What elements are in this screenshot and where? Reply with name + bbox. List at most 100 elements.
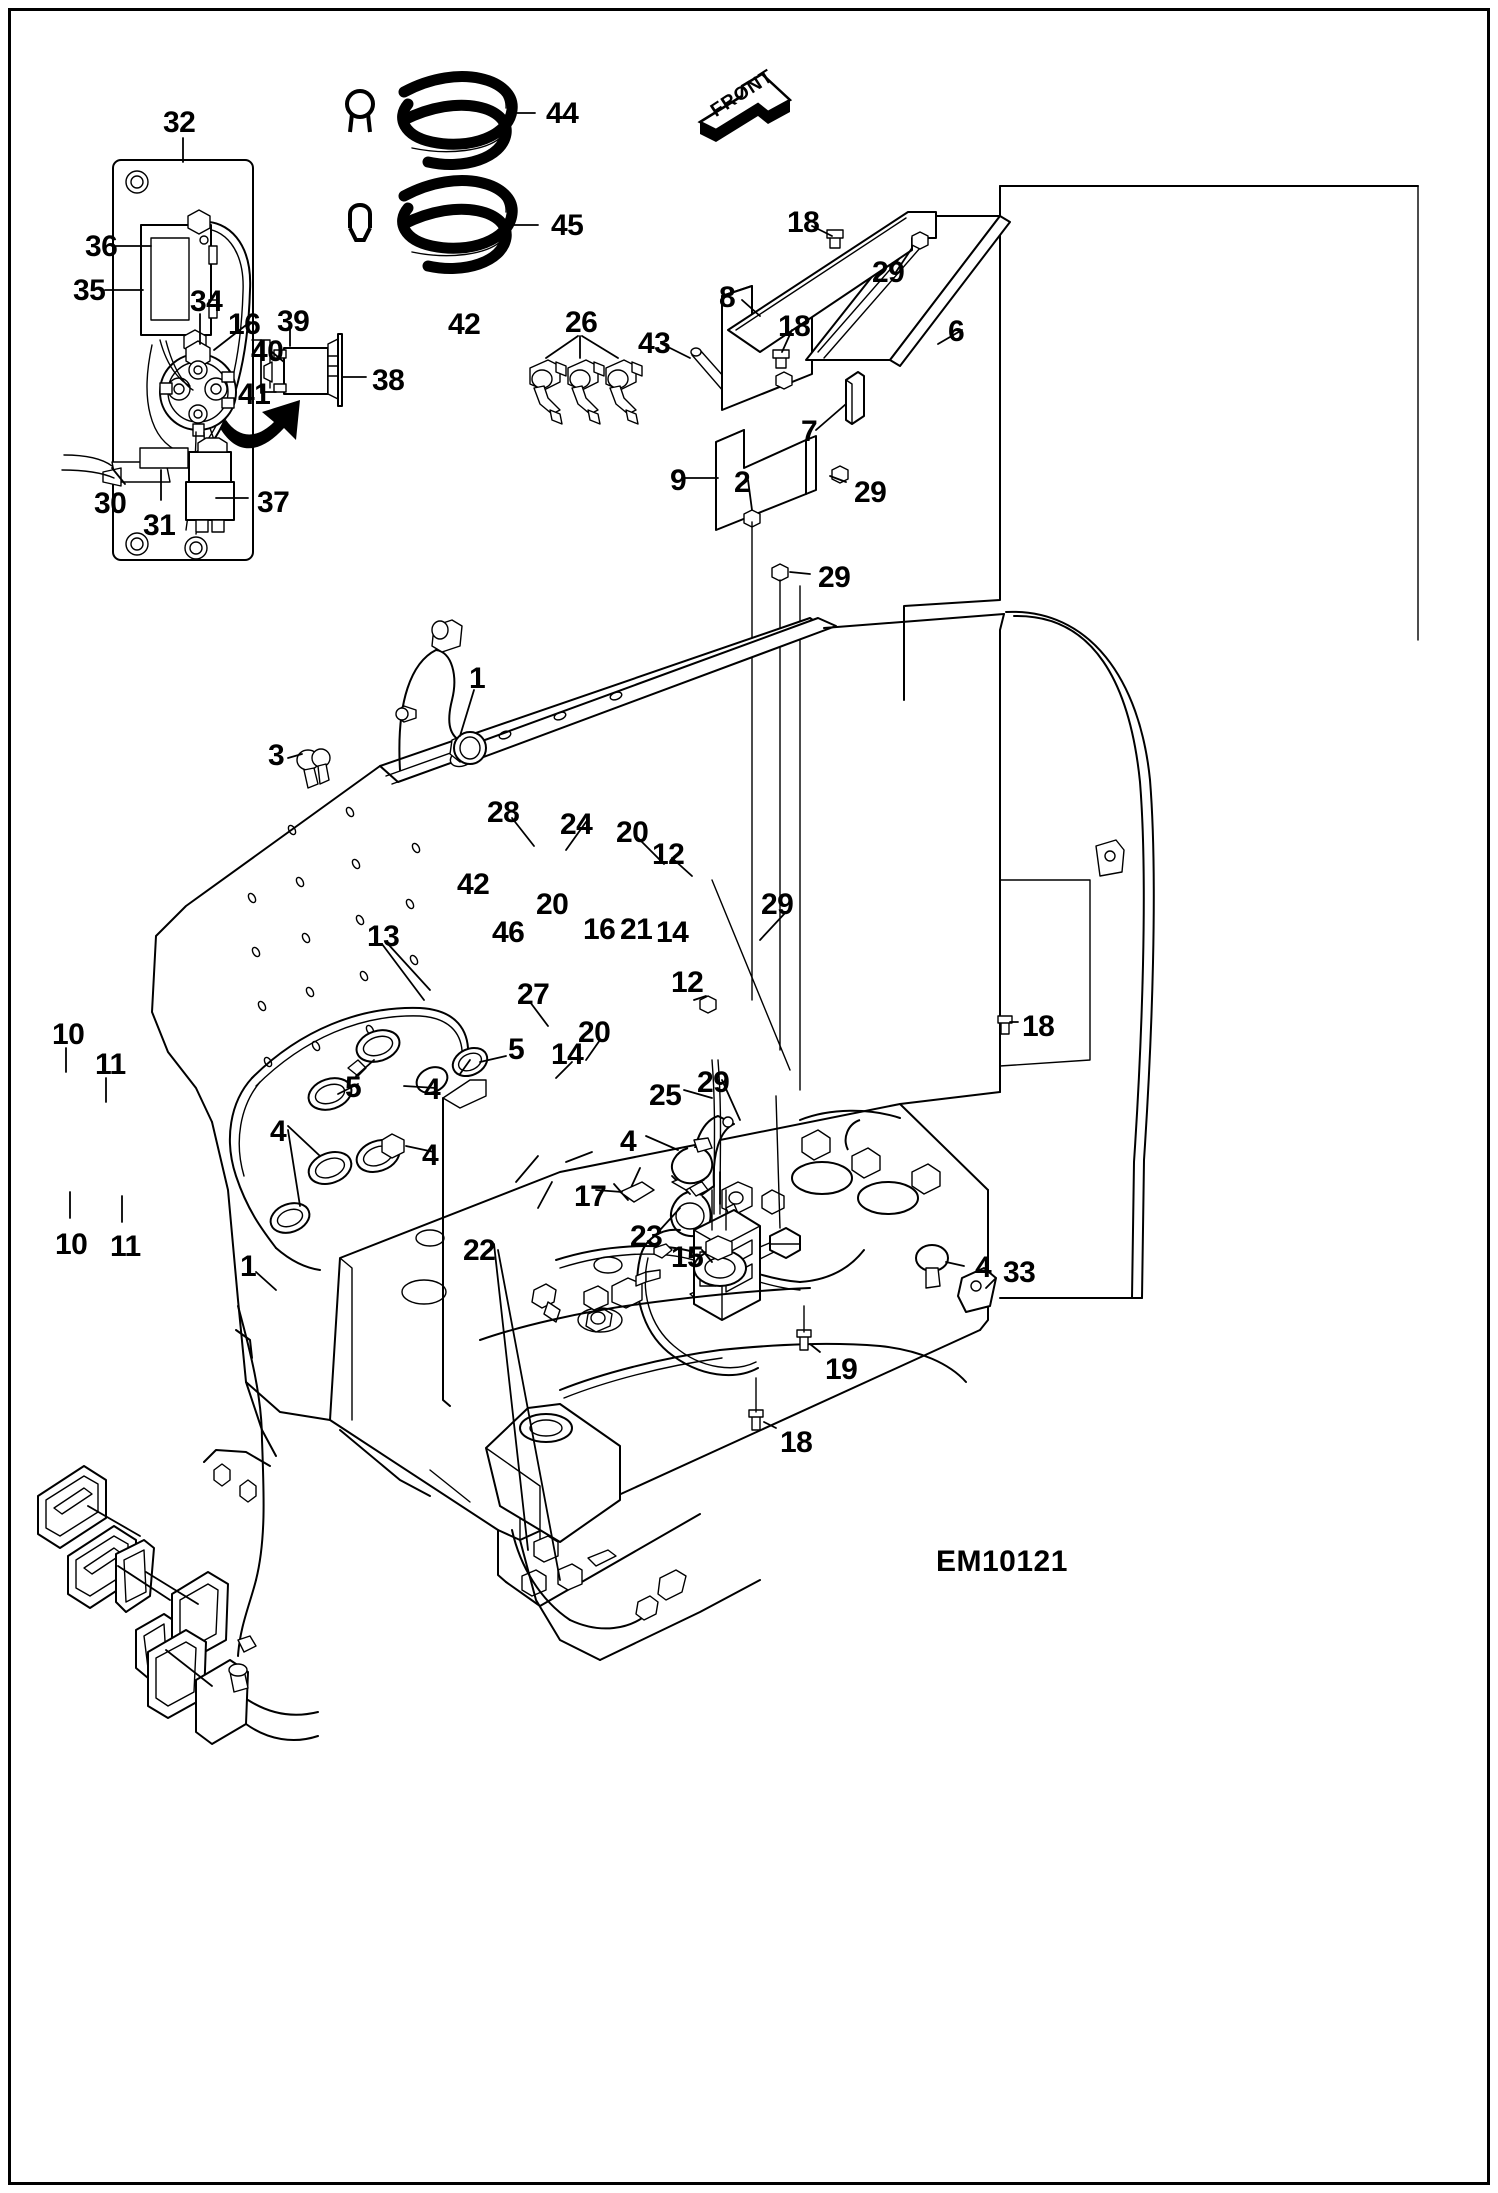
grommet-15 bbox=[693, 1189, 747, 1287]
callout-42-lower: 42 bbox=[457, 868, 490, 901]
callout-23: 23 bbox=[630, 1220, 663, 1253]
callout-13: 13 bbox=[367, 920, 400, 953]
clamp-4-a bbox=[307, 1151, 353, 1185]
nut-29-e bbox=[771, 563, 789, 582]
connector-11-a bbox=[115, 1539, 155, 1613]
bolt-4-e bbox=[381, 1133, 405, 1159]
connectors-27 bbox=[531, 1283, 613, 1333]
callout-4-a: 4 bbox=[424, 1073, 441, 1106]
callout-26: 26 bbox=[565, 306, 598, 339]
nut-29-b bbox=[775, 371, 793, 390]
callout-4-c: 4 bbox=[270, 1115, 287, 1148]
callout-28: 28 bbox=[487, 796, 520, 829]
fastener-18-a bbox=[826, 229, 844, 249]
nut-29-a bbox=[911, 231, 929, 250]
callout-32: 32 bbox=[163, 106, 196, 139]
callout-14-a: 14 bbox=[656, 916, 689, 949]
callout-6: 6 bbox=[948, 315, 965, 348]
hose-clip-45 bbox=[348, 203, 372, 242]
callout-46: 46 bbox=[492, 916, 525, 949]
parts-23 bbox=[635, 1569, 687, 1621]
floor-harness bbox=[479, 1015, 1019, 1630]
detail-panel-32 bbox=[61, 137, 271, 561]
callout-15: 15 bbox=[671, 1241, 704, 1274]
callout-2: 2 bbox=[734, 466, 751, 499]
harness-1-upper bbox=[395, 619, 487, 771]
callout-29-a: 29 bbox=[872, 256, 905, 289]
callout-16-lower: 16 bbox=[583, 913, 616, 946]
center-component-cluster bbox=[387, 817, 865, 1407]
callout-10-a: 10 bbox=[52, 1018, 85, 1051]
hose-coil-45 bbox=[348, 175, 539, 274]
main-chassis bbox=[151, 610, 1155, 1607]
callout-20-a: 20 bbox=[616, 816, 649, 849]
callout-39: 39 bbox=[277, 305, 310, 338]
clamp-25 bbox=[670, 1137, 714, 1185]
callout-19: 19 bbox=[825, 1353, 858, 1386]
callout-30: 30 bbox=[94, 487, 127, 520]
clamp-4-c bbox=[269, 1202, 311, 1234]
harness-13 bbox=[228, 943, 507, 1271]
callout-12-a: 12 bbox=[652, 838, 685, 871]
callout-12-b: 12 bbox=[671, 966, 704, 999]
callout-20-b: 20 bbox=[536, 888, 569, 921]
clip-26-b bbox=[567, 359, 605, 425]
stud-29-floor bbox=[769, 1095, 801, 1259]
callout-1-upper: 1 bbox=[469, 662, 486, 695]
harness-1-lower bbox=[228, 1271, 277, 1693]
callout-16-upper: 16 bbox=[228, 308, 261, 341]
callout-35: 35 bbox=[73, 274, 106, 307]
callout-18-d: 18 bbox=[780, 1426, 813, 1459]
callout-20-c: 20 bbox=[578, 1016, 611, 1049]
floor-components-right bbox=[791, 1109, 941, 1215]
bolt-18-right bbox=[997, 1015, 1013, 1035]
clamp-5-c bbox=[451, 1046, 489, 1078]
hose-clip-44 bbox=[345, 89, 375, 133]
clamp-5-b bbox=[307, 1077, 353, 1111]
callout-11-a: 11 bbox=[95, 1048, 126, 1081]
callout-10-b: 10 bbox=[55, 1228, 88, 1261]
callout-5-a: 5 bbox=[508, 1033, 525, 1066]
callout-22: 22 bbox=[463, 1234, 496, 1267]
callout-18-b: 18 bbox=[778, 310, 811, 343]
callout-31: 31 bbox=[143, 509, 176, 542]
grommet-3 bbox=[287, 748, 331, 789]
clamp-42-lower bbox=[670, 1181, 712, 1238]
bolt-21 bbox=[635, 1269, 661, 1287]
diagram-border-frame bbox=[8, 8, 1490, 2185]
callout-29-e: 29 bbox=[697, 1066, 730, 1099]
clip-26-c bbox=[605, 359, 643, 425]
callout-4-d: 4 bbox=[422, 1139, 439, 1172]
part-4-floor-right bbox=[915, 1244, 949, 1289]
callout-21: 21 bbox=[620, 913, 653, 946]
callout-33: 33 bbox=[1003, 1256, 1036, 1289]
plug-cluster bbox=[147, 1571, 249, 1745]
callout-34: 34 bbox=[190, 285, 223, 318]
callout-29-b: 29 bbox=[854, 476, 887, 509]
drawing-id: EM10121 bbox=[936, 1545, 1068, 1578]
callout-41: 41 bbox=[238, 378, 271, 411]
callout-42-upper: 42 bbox=[448, 308, 481, 341]
bracket-33 bbox=[957, 1267, 997, 1313]
clamp-5-a bbox=[347, 1029, 401, 1077]
callout-18-a: 18 bbox=[787, 206, 820, 239]
hose-coil-44 bbox=[345, 71, 536, 170]
callout-24: 24 bbox=[560, 808, 593, 841]
callout-29-d: 29 bbox=[761, 888, 794, 921]
callout-4-e: 4 bbox=[975, 1251, 992, 1284]
callout-36: 36 bbox=[85, 230, 118, 263]
callout-43: 43 bbox=[638, 327, 671, 360]
callout-18-c: 18 bbox=[1022, 1010, 1055, 1043]
callout-38: 38 bbox=[372, 364, 405, 397]
callout-11-b: 11 bbox=[110, 1230, 141, 1263]
callout-44: 44 bbox=[546, 97, 579, 130]
switch-assembly-38 bbox=[261, 321, 367, 407]
install-direction-arrow bbox=[220, 400, 300, 449]
bolt-18-bottom bbox=[748, 1377, 764, 1431]
callout-37: 37 bbox=[257, 486, 290, 519]
callout-8: 8 bbox=[719, 281, 736, 314]
fastener-18-b bbox=[772, 349, 790, 369]
callout-14-b: 14 bbox=[551, 1038, 584, 1071]
